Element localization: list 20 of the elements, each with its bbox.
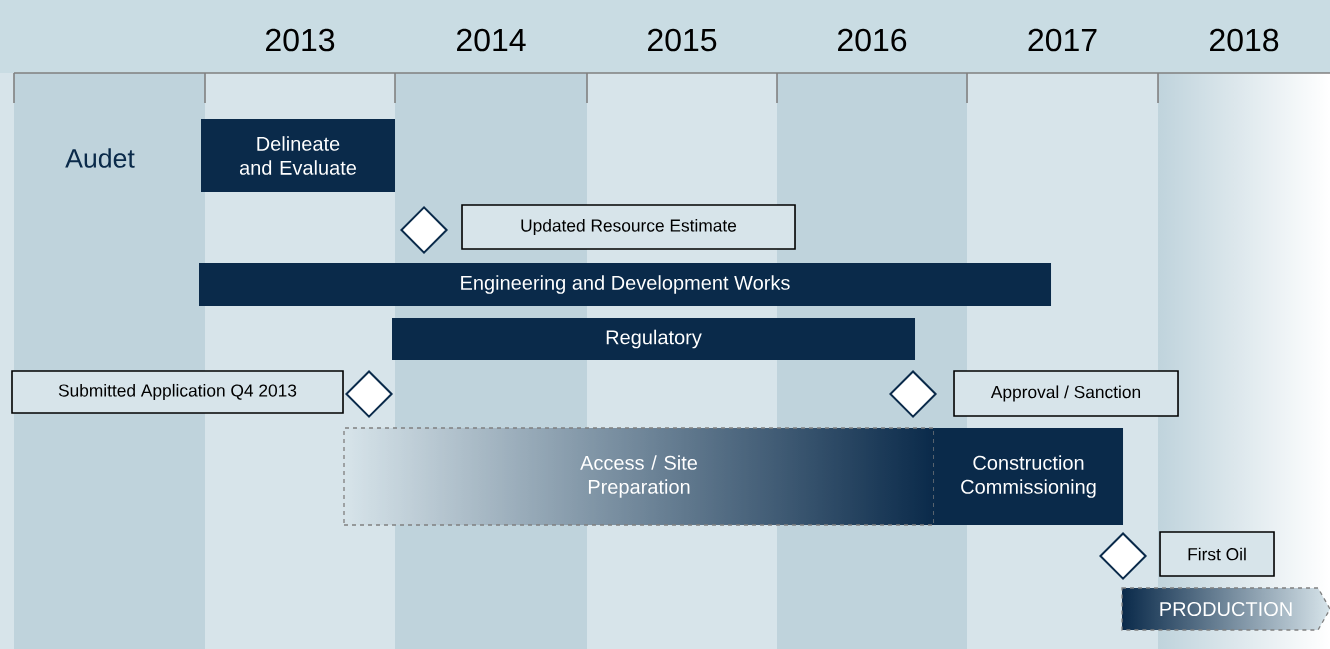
year-label: 2018 <box>1210 28 1279 52</box>
milestone-label: Updated Resource Estimate <box>461 204 796 250</box>
task-bar: Access / Site Preparation <box>343 427 935 526</box>
year-label: 2013 <box>266 28 335 52</box>
year-label: 2014 <box>457 28 526 52</box>
year-label: 2017 <box>1028 28 1097 52</box>
task-bar: Engineering and Development Works <box>199 263 1051 306</box>
task-bar: Regulatory <box>392 318 915 360</box>
year-label: 2015 <box>648 28 717 52</box>
task-bar: Delineate and Evaluate <box>201 119 395 192</box>
milestone-label: Approval / Sanction <box>953 370 1179 417</box>
year-label: 2016 <box>838 28 907 52</box>
node-label: Construction Commissioning <box>961 455 1096 498</box>
project-name: Audet <box>65 148 135 168</box>
milestone-label: Submitted Application Q4 2013 <box>11 370 344 414</box>
milestone-diamond <box>345 370 393 418</box>
milestone-diamond <box>400 206 448 254</box>
task-bar: Construction Commissioning <box>934 428 1123 525</box>
milestone-label: First Oil <box>1159 531 1275 577</box>
milestone-diamond <box>889 370 937 418</box>
